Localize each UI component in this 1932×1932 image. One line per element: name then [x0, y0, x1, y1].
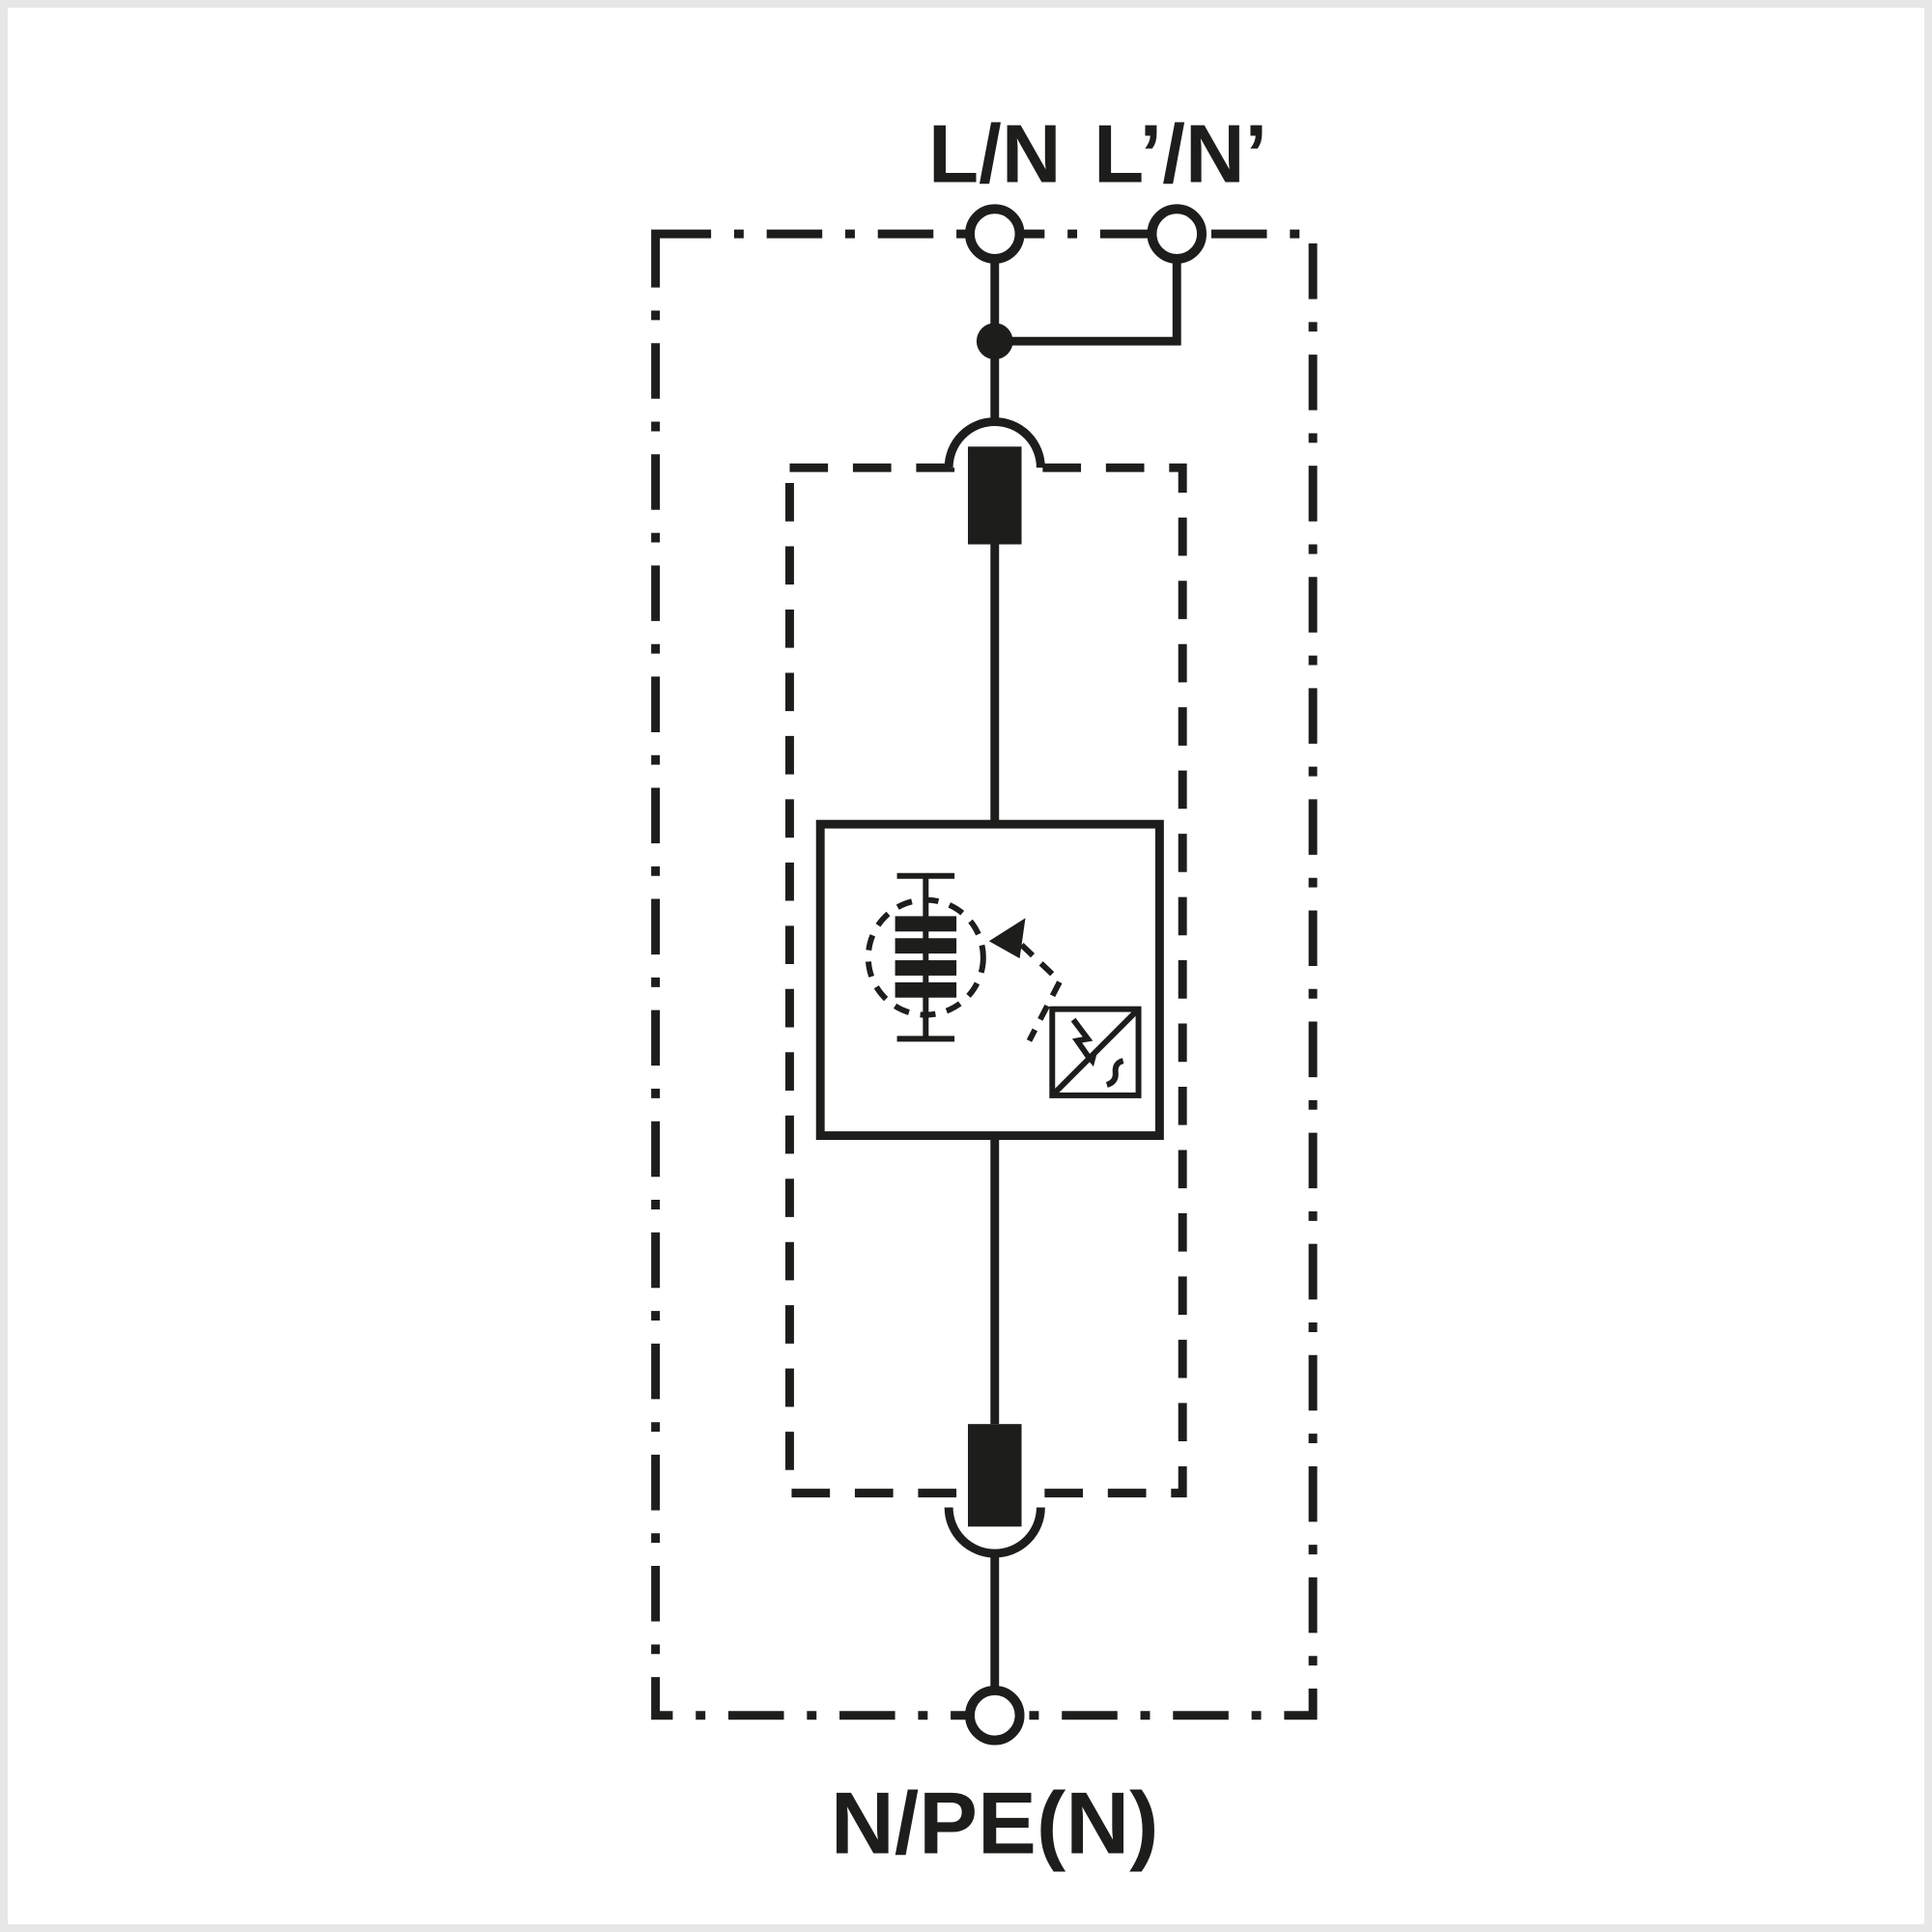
status-indicator-frame [1049, 1006, 1142, 1098]
terminal-npe [965, 1685, 1025, 1746]
varistor-stack [895, 916, 957, 998]
terminal-label-lprime-nprime: L’/N’ [1094, 109, 1267, 201]
varistor-symbol-icon [865, 872, 986, 1042]
thermal-disconnector-bottom-icon [967, 1424, 1022, 1527]
terminal-label-npe: N/PE(N) [831, 1775, 1159, 1873]
thermal-coupling-arrow-icon [988, 918, 1026, 959]
status-indicator-icon [1049, 1006, 1142, 1098]
junction-dot [976, 323, 1013, 360]
lightning-arrow-icon [1070, 1017, 1094, 1062]
terminal-lprime-nprime [1147, 204, 1207, 264]
terminal-ln [965, 204, 1025, 264]
wire-lprime-branch [994, 258, 1181, 346]
varistor-stack-bar [895, 938, 957, 954]
monitoring-circle-icon [865, 896, 986, 1018]
signal-squiggle-icon [1105, 1058, 1124, 1088]
monitoring-unit-box [815, 819, 1164, 1141]
varistor-stack-bar [895, 960, 957, 976]
status-indicator-diagonal [1050, 1007, 1141, 1098]
varistor-stack-bar [895, 916, 957, 932]
lightning-arrowhead [1084, 1052, 1097, 1067]
terminal-label-ln: L/N [928, 109, 1061, 201]
varistor-stack-bar [895, 981, 957, 998]
thermal-disconnector-top-icon [967, 446, 1022, 545]
circuit-svg: L/N L’/N’ N/PE(N) [651, 109, 1318, 1873]
